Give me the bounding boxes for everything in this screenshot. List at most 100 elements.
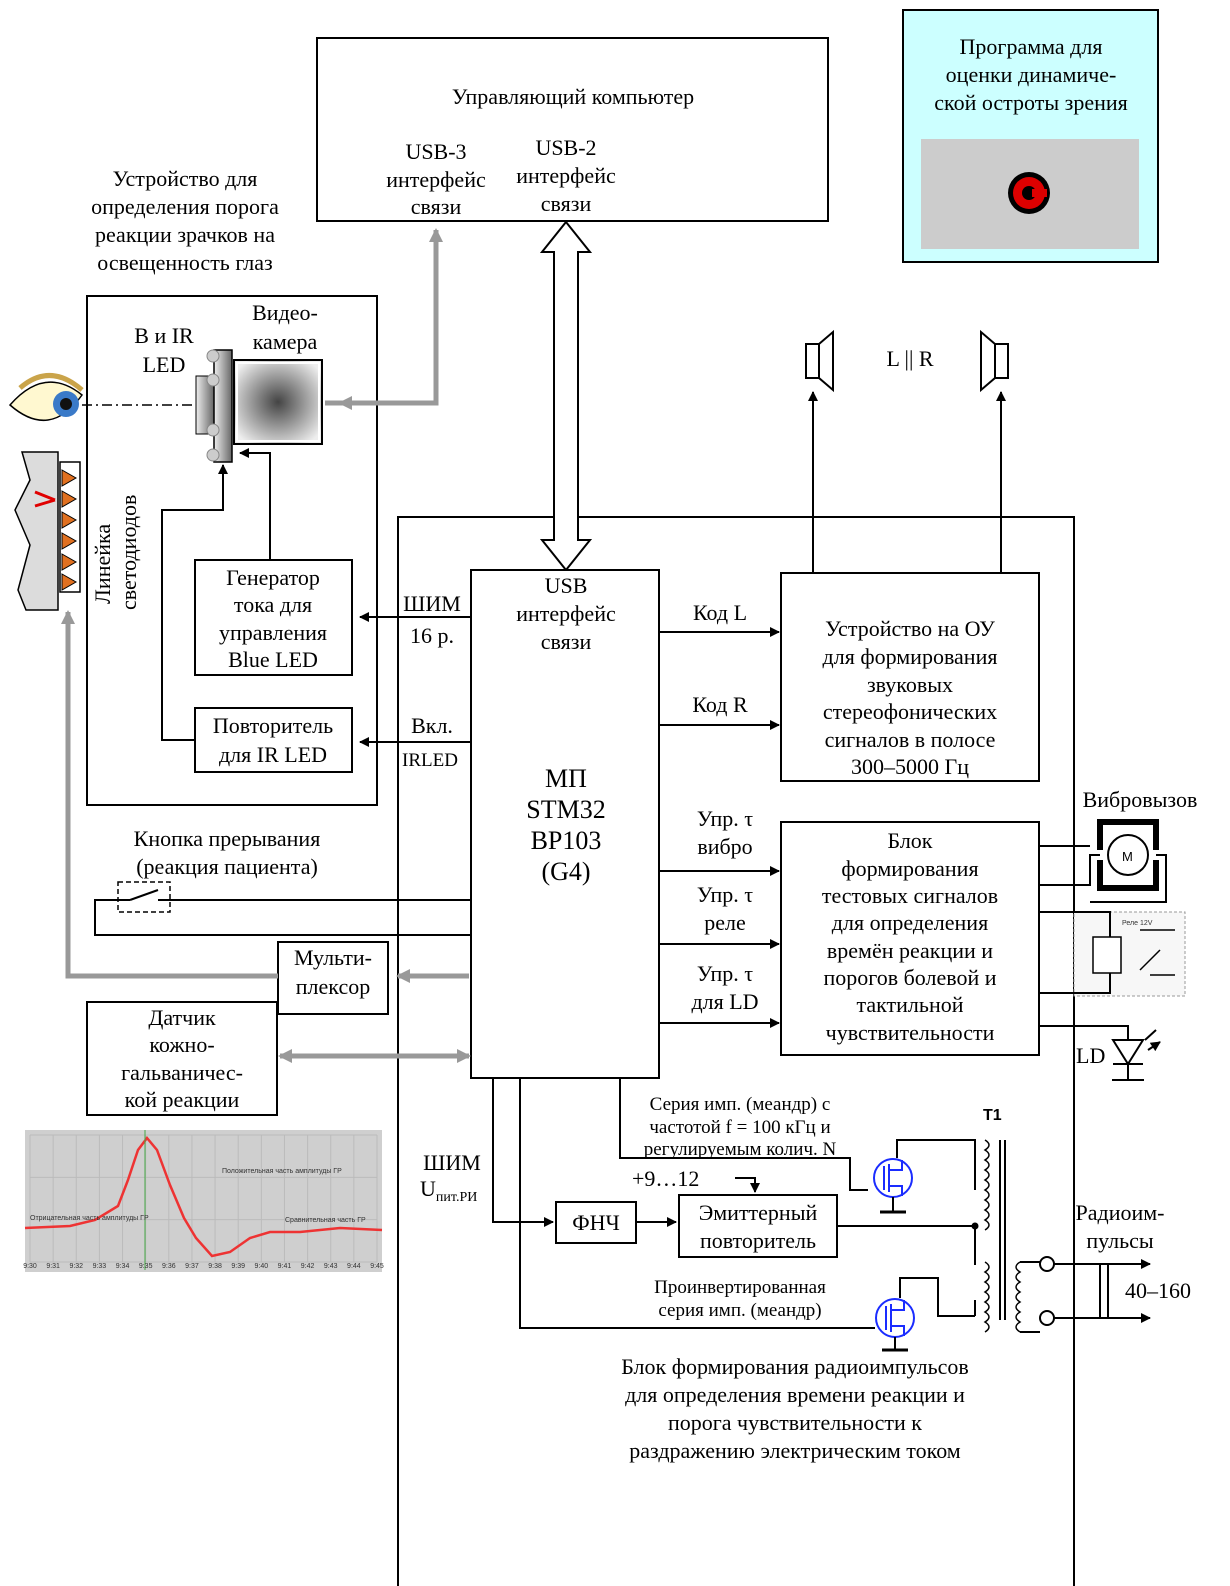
program-box: Программа для оценки динамиче- ской остр… [903,10,1158,262]
ir-repeater-box: Повторитель для IR LED [195,708,352,772]
pulse-range: 40–160 [1125,1278,1191,1303]
mcu-name-2: STM32 [526,795,605,824]
test-line-7: тактильной [857,992,964,1017]
interrupt-switch-icon [118,882,170,912]
gsr-tick-label: 9:31 [46,1263,60,1270]
program-line-2: оценки динамиче- [946,62,1117,87]
current-generator-box: Генератор тока для управления Blue LED [195,560,352,675]
led-label-2: LED [143,352,186,377]
mosfet-bottom-icon [876,1299,914,1350]
code-r-label: Код R [692,692,748,717]
current-gen-line-3: управления [219,620,327,645]
mcu-name-1: МП [545,764,587,793]
test-line-2: формирования [841,856,978,881]
button-label-1: Кнопка прерывания [134,826,321,851]
usb2-line-1: USB-2 [535,135,596,160]
sound-line-4: стереофонических [823,699,997,724]
gsr-tick-label: 9:33 [93,1263,107,1270]
gsr-annotation-2: Отрицательная часть амплитуды ГР [30,1215,149,1222]
radio-pulses-1: Радиоим- [1076,1200,1165,1225]
inverted-series-2: серия имп. (меандр) [658,1300,821,1321]
ctrl-ld-1: Упр. τ [697,961,753,986]
ctrl-ld-2: для LD [691,989,758,1014]
emitter-follower-box: Эмиттерный повторитель [679,1195,837,1257]
radio-pulse-block-caption: Блок формирования радиоимпульсов для опр… [621,1354,969,1463]
usb2-line-2: интерфейс [516,163,616,188]
pwm-supply-u: U [420,1176,436,1201]
pupil-line-3: реакции зрачков на [95,222,275,247]
inverted-series-1: Проинвертированная [654,1277,826,1298]
gsr-tick-label: 9:42 [301,1263,315,1270]
gsr-tick-label: 9:32 [69,1263,83,1270]
mosfet-top-icon [874,1159,912,1212]
led-strip-label-2: светодиодов [116,495,141,610]
gsr-tick-label: 9:34 [116,1263,130,1270]
rp-caption-3: порога чувствительности к [668,1410,922,1435]
laser-diode-icon [1112,1030,1160,1080]
landolt-ring-icon [1008,172,1050,214]
rp-caption-1: Блок формирования радиоимпульсов [621,1354,969,1379]
irled-label-1: Вкл. [411,713,453,738]
eye-icon [10,375,82,420]
pulse-series-2: частотой f = 100 кГц и [649,1117,830,1138]
gsr-tick-label: 9:41 [278,1263,292,1270]
gsr-tick-label: 9:44 [347,1263,361,1270]
test-line-1: Блок [887,828,932,853]
supply-arrow [735,1178,755,1192]
repeater-line-1: Повторитель [213,713,333,738]
output-terminal-1 [1040,1257,1054,1271]
led-label-1: B и IR [134,323,194,348]
vibro-label: Вибровызов [1083,787,1198,812]
pulse-series-3: регулируемым колич. N [644,1139,837,1160]
sound-line-5: сигналов в полосе [825,727,996,752]
gsr-line-1: Датчик [148,1005,216,1030]
lpf-box: ФНЧ [556,1202,636,1243]
test-line-3: тестовых сигналов [822,883,998,908]
repeater-line-2: для IR LED [219,742,327,767]
ctrl-relay-2: реле [704,910,746,935]
mcu-name-4: (G4) [541,857,590,886]
speaker-left-icon [806,332,833,390]
output-terminal-2 [1040,1311,1054,1325]
button-label-2: (реакция пациента) [136,854,318,879]
ld-label: LD [1076,1043,1105,1068]
gsr-tick-label: 9:39 [231,1263,245,1270]
relay-tag: Реле 12V [1122,920,1153,927]
usb3-line-2: интерфейс [386,167,486,192]
program-line-3: ской остроты зрения [934,90,1128,115]
gsr-sensor-box: Датчик кожно- гальваничес- кой реакции [87,1002,277,1115]
camera-label-1: Видео- [252,300,318,325]
gsr-tick-label: 9:43 [324,1263,338,1270]
gsr-tick-label: 9:30 [23,1263,37,1270]
usb2-line-3: связи [541,191,592,216]
supply-voltage: +9…12 [632,1166,699,1191]
pupil-line-1: Устройство для [113,166,258,191]
secondary-wires [1020,1262,1040,1332]
video-camera-icon [234,360,322,444]
program-line-1: Программа для [960,34,1103,59]
pulse-series-1: Серия имп. (меандр) с [650,1094,831,1115]
gsr-tick-label: 9:40 [255,1263,269,1270]
gsr-tick-label: 9:45 [370,1263,384,1270]
code-l-label: Код L [693,600,747,625]
pwm-supply-main: ШИМ [423,1150,481,1175]
gsr-tick-label: 9:37 [185,1263,199,1270]
speakers-label: L || R [886,346,933,371]
speaker-right-icon [981,332,1008,390]
rp-caption-4: раздражению электрическим током [629,1438,961,1463]
sound-device-box: Устройство на ОУ для формирования звуков… [781,573,1039,781]
vibro-motor-icon: M [1100,822,1156,888]
test-line-8: чувствительности [826,1020,995,1045]
test-line-4: для определения [832,910,988,935]
multiplexer-box: Мульти- плексор [278,942,388,1014]
mcu-name-3: BP103 [531,826,602,855]
test-line-6: порогов болевой и [823,965,996,990]
mux-line-2: плексор [296,974,370,999]
gsr-tick-label: 9:36 [162,1263,176,1270]
sound-line-6: 300–5000 Гц [851,754,969,779]
gsr-line-4: кой реакции [125,1087,240,1112]
gsr-line-2: кожно- [149,1032,214,1057]
mcu-box: USB интерфейс связи МП STM32 BP103 (G4) [471,570,659,1078]
pupil-line-2: определения порога [91,194,279,219]
